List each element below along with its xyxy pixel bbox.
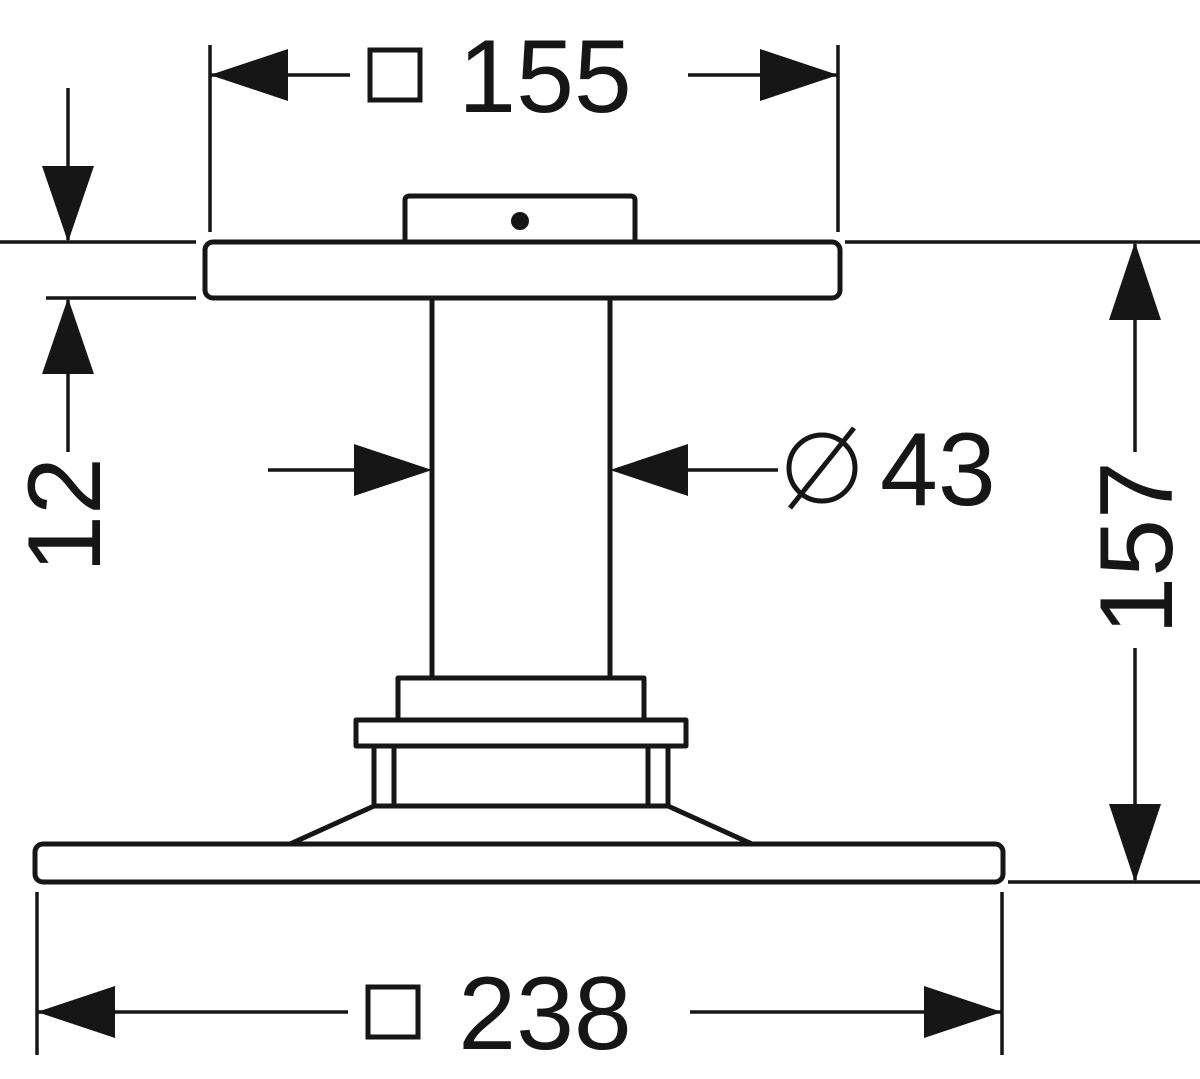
arrowhead-up-icon <box>42 298 94 374</box>
pivot-dot <box>511 212 529 230</box>
square-symbol <box>367 47 423 103</box>
dim-bottom-extension-lines <box>35 892 1004 1055</box>
dim-overall-height-value: 157 <box>1079 461 1195 635</box>
part-outline <box>32 193 1006 885</box>
arrowhead-right-icon <box>924 986 1002 1038</box>
pipe-collar <box>395 675 647 723</box>
dim-bottom-width: 238 <box>35 892 1004 1072</box>
diameter-symbol-slash <box>788 426 856 510</box>
dim-right-extension-lines <box>845 240 1200 884</box>
shower-plate <box>32 841 1006 885</box>
arrowhead-down-icon <box>1109 804 1161 882</box>
dim-top-width-value: 155 <box>458 19 632 135</box>
arrowhead-up-icon <box>1109 242 1161 320</box>
dim-left-extension-lines <box>0 240 196 300</box>
arrowhead-down-icon <box>42 166 94 242</box>
pipe <box>429 298 613 678</box>
connector-flange <box>353 717 689 749</box>
dim-pipe-diameter-value: 43 <box>880 412 996 528</box>
square-symbol <box>365 984 421 1040</box>
arrowhead-left-icon <box>37 986 115 1038</box>
escutcheon-plate <box>202 239 843 301</box>
connector-nut <box>371 743 671 809</box>
dim-flange-thickness-value: 12 <box>7 457 123 573</box>
dim-bottom-width-value: 238 <box>458 956 632 1072</box>
diameter-symbol <box>786 426 858 510</box>
arrowhead-right-icon <box>354 444 432 496</box>
connector-nut-facets <box>391 746 651 806</box>
dim-overall-height: 157 <box>845 240 1200 884</box>
dim-pipe-diameter: 43 <box>268 412 996 528</box>
arrowhead-right-icon <box>760 49 838 101</box>
shower-skirt <box>287 803 755 847</box>
dim-flange-thickness: 12 <box>0 88 196 573</box>
arrowhead-left-icon <box>210 49 288 101</box>
dim-top-width: 155 <box>208 19 840 232</box>
diameter-symbol-circle <box>786 432 858 504</box>
arrowhead-left-icon <box>610 444 688 496</box>
